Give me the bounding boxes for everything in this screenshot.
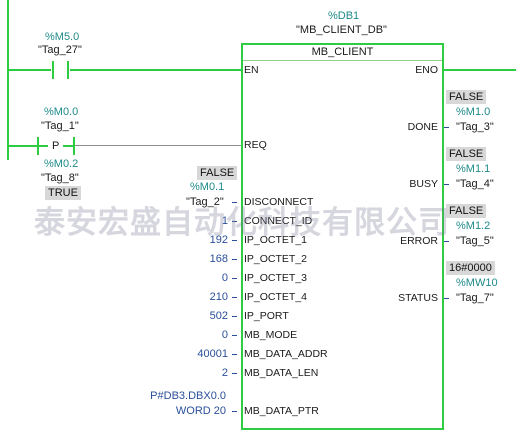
en-contact[interactable] xyxy=(52,61,69,79)
req-contact-address: %M0.0 xyxy=(44,106,79,118)
edge-memory-address: %M0.2 xyxy=(44,158,79,170)
pin-mb-data-addr: MB_DATA_ADDR xyxy=(244,348,328,360)
en-contact-address: %M5.0 xyxy=(45,31,80,43)
block-title: MB_CLIENT xyxy=(243,45,442,61)
mb-data-ptr-connector xyxy=(232,411,237,412)
status-value: 16#0000 xyxy=(446,261,495,275)
mb-data-len-connector xyxy=(232,373,237,374)
mb-data-ptr-pointer[interactable]: P#DB3.DBX0.0 xyxy=(150,390,226,402)
rung-en-left xyxy=(7,69,51,71)
ip-octet-1-connector xyxy=(232,240,237,241)
p-contact-wire xyxy=(39,145,48,147)
status-tag[interactable]: "Tag_7" xyxy=(456,292,494,304)
ip-octet-3-value[interactable]: 0 xyxy=(221,272,228,284)
disconnect-tag[interactable]: "Tag_2" xyxy=(186,196,224,208)
connect-id-connector xyxy=(232,221,237,222)
ip-port-value[interactable]: 502 xyxy=(209,310,228,322)
busy-connector xyxy=(444,184,449,185)
connect-id-value[interactable]: 1 xyxy=(221,215,228,227)
status-connector xyxy=(444,298,449,299)
pin-ip-octet-4: IP_OCTET_4 xyxy=(244,291,308,303)
pin-eno: ENO xyxy=(415,64,438,76)
pin-req: REQ xyxy=(244,139,267,151)
db-name[interactable]: "MB_CLIENT_DB" xyxy=(296,24,387,36)
error-address: %M1.2 xyxy=(456,220,491,232)
error-status: FALSE xyxy=(446,204,487,218)
p-contact-label: P xyxy=(52,140,60,152)
p-contact-left-bar xyxy=(37,137,39,155)
pin-ip-octet-1: IP_OCTET_1 xyxy=(244,234,308,246)
done-tag[interactable]: "Tag_3" xyxy=(456,121,494,133)
rung-req-right xyxy=(75,145,241,146)
rung-en-right xyxy=(70,69,241,71)
p-contact-right-bar xyxy=(73,137,75,155)
done-status: FALSE xyxy=(446,90,487,104)
status-address: %MW10 xyxy=(456,277,498,289)
ip-octet-1-value[interactable]: 192 xyxy=(209,234,228,246)
done-connector xyxy=(444,127,449,128)
ip-octet-2-value[interactable]: 168 xyxy=(209,253,228,265)
req-p-contact[interactable]: P xyxy=(37,137,75,155)
mb-data-ptr-length[interactable]: WORD 20 xyxy=(175,405,226,417)
mb-data-len-value[interactable]: 2 xyxy=(221,367,228,379)
ip-octet-4-connector xyxy=(232,297,237,298)
rung-eno-out xyxy=(442,69,516,71)
pin-en: EN xyxy=(244,64,259,76)
error-connector xyxy=(444,241,449,242)
company-watermark: 泰安宏盛自动化科技有限公司 xyxy=(34,205,450,241)
pin-error: ERROR xyxy=(400,235,438,247)
rung-req-left xyxy=(7,145,37,147)
ip-port-connector xyxy=(232,316,237,317)
mb-data-addr-value[interactable]: 40001 xyxy=(197,348,228,360)
pin-status: STATUS xyxy=(398,292,438,304)
edge-memory-status: TRUE xyxy=(45,186,81,200)
req-contact-tag[interactable]: "Tag_1" xyxy=(41,120,79,132)
error-tag[interactable]: "Tag_5" xyxy=(456,235,494,247)
pin-ip-octet-2: IP_OCTET_2 xyxy=(244,253,308,265)
pin-connect-id: CONNECT_ID xyxy=(244,215,313,227)
ip-octet-3-connector xyxy=(232,278,237,279)
ip-octet-4-value[interactable]: 210 xyxy=(209,291,228,303)
mb-mode-connector xyxy=(232,335,237,336)
db-address: %DB1 xyxy=(328,10,360,22)
disconnect-address: %M0.1 xyxy=(190,181,225,193)
pin-ip-octet-3: IP_OCTET_3 xyxy=(244,272,308,284)
pin-busy: BUSY xyxy=(409,178,438,190)
ip-octet-2-connector xyxy=(232,259,237,260)
p-contact-wire-right xyxy=(63,145,73,147)
pin-ip-port: IP_PORT xyxy=(244,310,289,322)
pin-done: DONE xyxy=(407,121,438,133)
mb-data-addr-connector xyxy=(232,354,237,355)
mb-mode-value[interactable]: 0 xyxy=(221,329,228,341)
busy-tag[interactable]: "Tag_4" xyxy=(456,178,494,190)
pin-mb-mode: MB_MODE xyxy=(244,329,298,341)
edge-memory-tag[interactable]: "Tag_8" xyxy=(41,172,79,184)
mb-client-block[interactable]: MB_CLIENT xyxy=(241,43,444,430)
pin-mb-data-len: MB_DATA_LEN xyxy=(244,367,319,379)
done-address: %M1.0 xyxy=(456,106,491,118)
disconnect-connector xyxy=(232,202,237,203)
busy-status: FALSE xyxy=(446,147,487,161)
pin-mb-data-ptr: MB_DATA_PTR xyxy=(244,405,319,417)
contact-right-bar xyxy=(67,61,69,79)
power-rail xyxy=(7,0,9,160)
pin-disconnect: DISCONNECT xyxy=(244,196,314,208)
disconnect-status: FALSE xyxy=(197,166,238,180)
busy-address: %M1.1 xyxy=(456,163,491,175)
contact-left-bar xyxy=(52,61,54,79)
en-contact-tag[interactable]: "Tag_27" xyxy=(38,44,82,56)
